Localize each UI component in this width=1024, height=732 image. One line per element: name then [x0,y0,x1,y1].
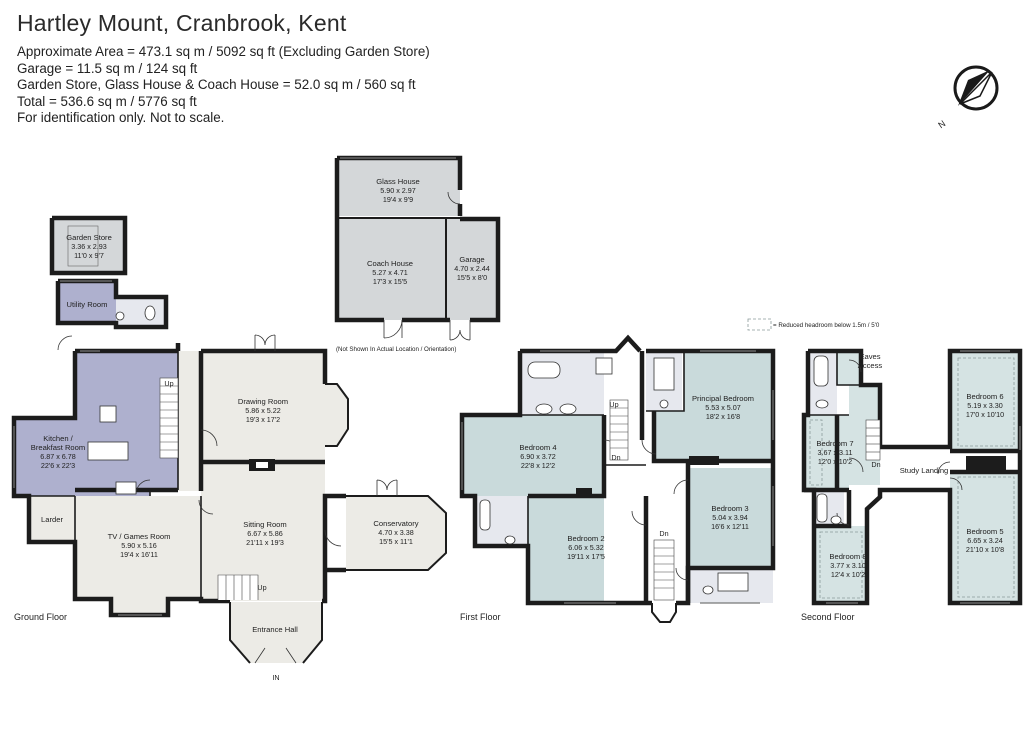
coach-house-imperial: 17'3 x 15'5 [373,277,407,286]
kitchen-label-2: Breakfast Room [31,443,85,452]
bedroom-2-metric: 6.06 x 5.32 [568,543,604,552]
garage-area-line: Garage = 11.5 sq m / 124 sq ft [17,60,198,76]
second-floor-label: Second Floor [801,612,855,622]
compass-north-label: N [936,118,947,130]
garage-metric: 4.70 x 2.44 [454,264,490,273]
glass-house-label: Glass House [376,177,419,186]
sitting-room-metric: 6.67 x 5.86 [247,529,283,538]
glass-house-imperial: 19'4 x 9'9 [383,195,413,204]
larder-label: Larder [41,515,63,524]
bedroom-3-label: Bedroom 3 [711,504,748,513]
bedroom-6-metric: 5.19 x 3.30 [967,401,1003,410]
principal-bedroom-imperial: 18'2 x 16'8 [706,412,740,421]
drawing-room-label: Drawing Room [238,397,288,406]
first-floor-label: First Floor [460,612,501,622]
entrance-in-label: IN [272,673,279,682]
sitting-room-label: Sitting Room [243,520,286,529]
tv-games-room-metric: 5.90 x 5.16 [121,541,157,550]
first-floor-plan: Bedroom 4 6.90 x 3.72 22'8 x 12'2 Princi… [459,334,776,623]
coach-house-metric: 5.27 x 4.71 [372,268,408,277]
ground-floor-plan: Garden Store 3.36 x 2.93 11'0 x 9'7 Util… [11,215,447,682]
bedroom-5-label: Bedroom 5 [966,527,1003,536]
bedroom-2-imperial: 19'11 x 17'5 [567,552,605,561]
bedroom-4-label: Bedroom 4 [519,443,556,452]
garage-label: Garage [459,255,484,264]
first-stairs-down-label: Dn [611,453,620,462]
bedroom-6-label: Bedroom 6 [966,392,1003,401]
eaves-access-label: Eaves [859,352,880,361]
bedroom-7-imperial: 12'0 x 10'2 [818,457,852,466]
first-stairs-up-label: Up [609,400,618,409]
bedroom-8-label: Bedroom 8 [829,552,866,561]
conservatory-metric: 4.70 x 3.38 [378,528,414,537]
outbuildings: Glass House 5.90 x 2.97 19'4 x 9'9 Coach… [334,155,501,353]
outbuildings-area-line: Garden Store, Glass House & Coach House … [17,77,416,92]
legend-text: = Reduced headroom below 1.5m / 5'0 [773,322,880,329]
kitchen-metric: 6.87 x 6.78 [40,452,76,461]
kitchen-imperial: 22'6 x 22'3 [41,461,75,470]
tv-games-room-label: TV / Games Room [108,532,171,541]
bedroom-7-metric: 3.67 x 3.11 [817,448,852,457]
kitchen-label: Kitchen / [43,434,73,443]
outbuildings-note: (Not Shown In Actual Location / Orientat… [336,346,456,353]
drawing-room-metric: 5.86 x 5.22 [245,406,281,415]
bedroom-3-imperial: 16'6 x 12'11 [711,522,749,531]
eaves-access-label-2: Access [858,361,883,370]
second-floor-plan: Eaves Access Bedroom 7 3.67 x 3.11 12'0 … [801,348,1023,622]
bedroom-6-imperial: 17'0 x 10'10 [966,410,1004,419]
entrance-hall-label: Entrance Hall [252,625,298,634]
bedroom-8-imperial: 12'4 x 10'2 [831,570,865,579]
page-title: Hartley Mount, Cranbrook, Kent [17,10,347,36]
header: Hartley Mount, Cranbrook, Kent Approxima… [17,10,430,127]
glass-house-metric: 5.90 x 2.97 [380,186,416,195]
ground-stairs-up-label-2: Up [257,583,266,592]
garden-store-label: Garden Store [66,233,112,242]
tv-games-room-imperial: 19'4 x 16'11 [120,550,158,559]
first-stairs-down-label-2: Dn [659,529,668,538]
area-line: Approximate Area = 473.1 sq m / 5092 sq … [17,44,430,59]
bedroom-4-imperial: 22'8 x 12'2 [521,461,555,470]
bedroom-7-label: Bedroom 7 [816,439,853,448]
utility-room-label: Utility Room [67,300,108,309]
ground-stairs-up-label: Up [164,379,173,388]
bedroom-8-metric: 3.77 x 3.10 [830,561,866,570]
garden-store-imperial: 11'0 x 9'7 [74,251,104,260]
principal-bedroom-label: Principal Bedroom [692,394,754,403]
bedroom-2-label: Bedroom 2 [567,534,604,543]
bedroom-3-metric: 5.04 x 3.94 [712,513,748,522]
second-stairs-down-label: Dn [871,460,880,469]
drawing-room-imperial: 19'3 x 17'2 [246,415,280,424]
disclaimer-line: For identification only. Not to scale. [17,110,225,125]
study-landing-label: Study Landing [900,466,949,475]
coach-house-label: Coach House [367,259,413,268]
garage-imperial: 15'5 x 8'0 [457,273,487,282]
bedroom-5-metric: 6.65 x 3.24 [967,536,1003,545]
sitting-room-imperial: 21'11 x 19'3 [246,538,284,547]
conservatory-imperial: 15'5 x 11'1 [379,537,413,546]
ground-floor-label: Ground Floor [14,612,67,622]
principal-bedroom-metric: 5.53 x 5.07 [705,403,741,412]
compass-icon: N [936,65,999,130]
bedroom-5-imperial: 21'10 x 10'8 [966,545,1004,554]
garden-store-metric: 3.36 x 2.93 [71,242,107,251]
bedroom-4-metric: 6.90 x 3.72 [520,452,556,461]
conservatory-label: Conservatory [373,519,418,528]
total-area-line: Total = 536.6 sq m / 5776 sq ft [17,93,197,109]
reduced-headroom-legend: = Reduced headroom below 1.5m / 5'0 [747,318,880,331]
